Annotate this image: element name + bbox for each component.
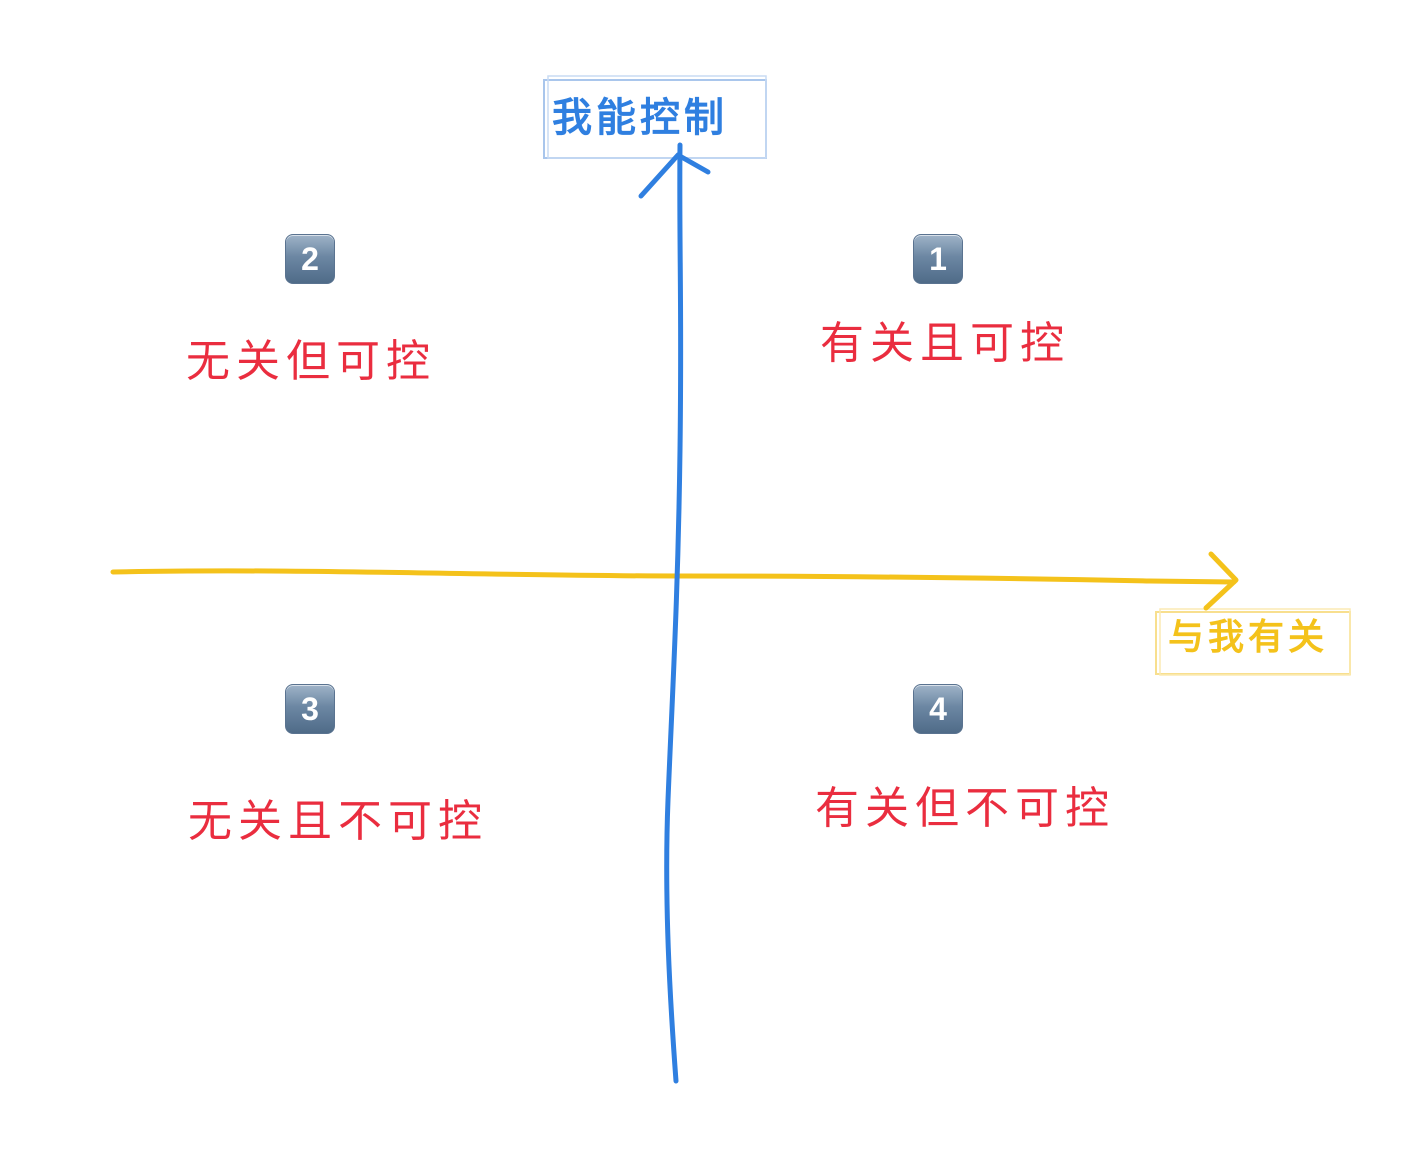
y-axis-arrowhead — [638, 152, 711, 199]
y-axis-label-box-sketch — [547, 75, 767, 159]
y-axis-label: 我能控制 — [552, 95, 728, 141]
quadrant-3-badge: 3 — [285, 684, 335, 734]
x-axis-label: 与我有关 — [1168, 617, 1329, 658]
quadrant-1-badge: 1 — [913, 234, 963, 284]
x-axis-arrowhead — [1203, 551, 1239, 611]
quadrant-2-badge: 2 — [285, 234, 335, 284]
quadrant-4-badge: 4 — [913, 684, 963, 734]
quadrant-4-label: 有关但不可控 — [815, 783, 1115, 834]
x-axis-line — [110, 568, 1237, 585]
quadrant-3-label: 无关且不可控 — [188, 796, 488, 847]
quadrant-2-label: 无关但可控 — [186, 336, 436, 387]
x-axis-label-box-sketch — [1159, 608, 1351, 676]
y-axis-line — [664, 142, 684, 1084]
quadrant-1-label: 有关且可控 — [820, 318, 1070, 369]
